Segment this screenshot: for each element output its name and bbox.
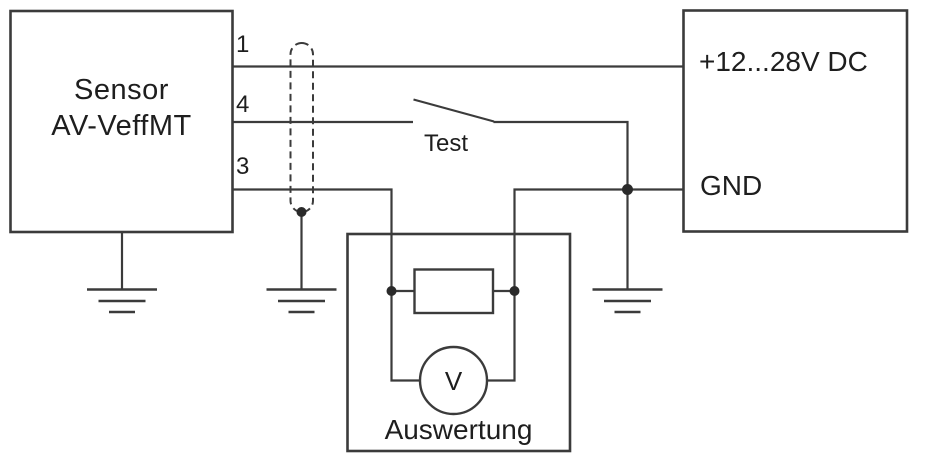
junction-dots <box>296 184 633 296</box>
evaluation-label: Auswertung <box>384 414 533 445</box>
resistor-icon <box>413 268 495 315</box>
pin-4-label: 4 <box>236 91 250 118</box>
supply-voltage-label: +12...28V DC <box>699 46 868 77</box>
test-switch-label: Test <box>423 130 468 157</box>
sensor-title: Sensor AV-VeffMT <box>10 72 233 144</box>
sensor-title-line1: Sensor <box>74 74 169 106</box>
power-supply-box <box>682 9 909 233</box>
wire-switch-to-ground <box>493 120 629 190</box>
voltmeter-icon <box>418 345 489 416</box>
shield-junction-dot <box>296 207 307 217</box>
wire-gnd-evaluation <box>487 188 683 382</box>
ground-icon-supply <box>592 288 663 314</box>
switch-blade-icon <box>413 98 495 123</box>
junction-dot <box>386 286 397 296</box>
wire-pin3-evaluation <box>233 188 421 382</box>
ground-icon-shield <box>266 288 337 314</box>
voltmeter-label: V <box>444 366 463 396</box>
junction-dot <box>622 184 633 195</box>
evaluation-box <box>346 232 572 453</box>
pin-3-label: 3 <box>236 153 250 180</box>
supply-gnd-label: GND <box>700 170 763 201</box>
sensor-title-line2: AV-VeffMT <box>51 110 192 142</box>
cable-shield-icon <box>289 42 314 213</box>
junction-dot <box>509 286 520 296</box>
ground-icon-sensor <box>87 288 157 314</box>
pin-1-label: 1 <box>236 31 250 58</box>
